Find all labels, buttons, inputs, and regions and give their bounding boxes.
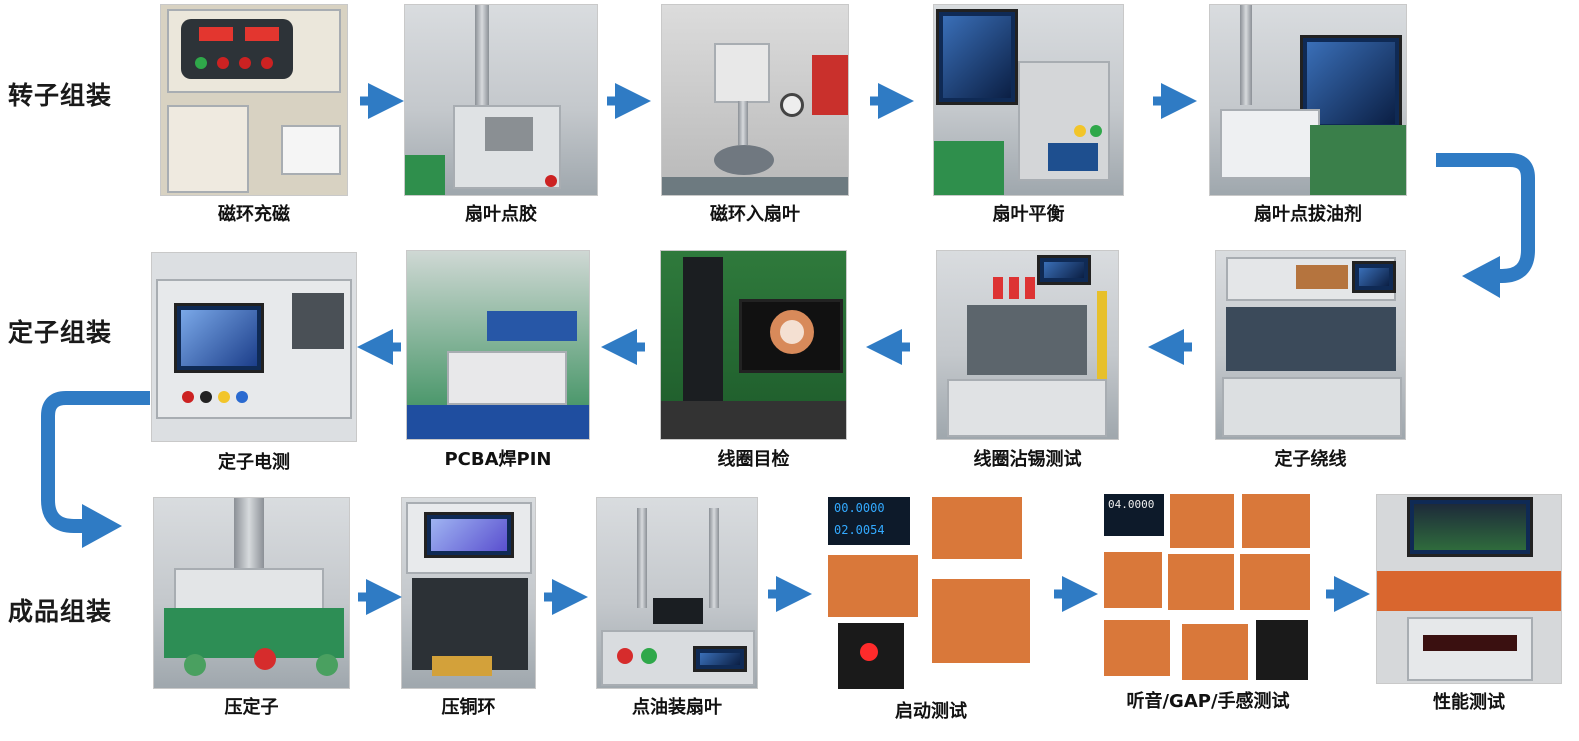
step-stator-electrical: 定子电测 <box>151 252 357 474</box>
caption-blade-balance: 扇叶平衡 <box>992 204 1065 225</box>
photo-coil-visual <box>660 250 847 440</box>
step-press-copper-ring: 压铜环 <box>401 497 536 722</box>
step-performance-test: 性能测试 <box>1376 494 1562 724</box>
caption-coil-visual: 线圈目检 <box>717 449 790 470</box>
caption-coil-tin-test: 线圈沾锡测试 <box>973 449 1082 470</box>
step-press-stator: 压定子 <box>153 497 350 722</box>
caption-stator-electrical: 定子电测 <box>218 452 290 473</box>
step-oil-assemble-blade: 点油装扇叶 <box>596 497 758 722</box>
photo-blade-glue <box>404 4 598 196</box>
photo-magnetize <box>160 4 348 196</box>
caption-magnetize: 磁环充磁 <box>218 204 290 225</box>
photo-blade-oil-agent <box>1209 4 1407 196</box>
photo-stator-winding <box>1215 250 1406 440</box>
step-blade-oil-agent: 扇叶点拔油剂 <box>1209 4 1407 226</box>
caption-performance-test: 性能测试 <box>1433 692 1505 713</box>
section-label-rotor: 转子组装 <box>8 81 113 110</box>
step-blade-balance: 扇叶平衡 <box>933 4 1124 226</box>
caption-blade-oil-agent: 扇叶点拔油剂 <box>1254 204 1362 225</box>
curved-arrow-icon <box>1436 153 1535 298</box>
curved-arrow-icon <box>41 391 150 548</box>
caption-startup-test: 启动测试 <box>895 701 967 722</box>
section-label-stator: 定子组装 <box>8 318 113 347</box>
step-magnetize: 磁环充磁 <box>160 4 348 226</box>
step-ring-into-blade: 磁环入扇叶 <box>661 4 849 226</box>
photo-blade-balance <box>933 4 1124 196</box>
startup-reading-1: 00.0000 <box>834 501 885 515</box>
caption-blade-glue: 扇叶点胶 <box>465 204 537 225</box>
step-stator-winding: 定子绕线 <box>1215 250 1406 472</box>
caption-press-stator: 压定子 <box>224 697 279 718</box>
caption-ring-into-blade: 磁环入扇叶 <box>710 204 800 225</box>
photo-sound-gap-touch: 04.0000 <box>1102 492 1314 684</box>
caption-stator-winding: 定子绕线 <box>1274 449 1347 470</box>
photo-press-stator <box>153 497 350 689</box>
photo-startup-test: 00.0000 02.0054 <box>822 493 1040 695</box>
photo-pcba-pin <box>406 250 590 440</box>
step-coil-tin-test: 线圈沾锡测试 <box>936 250 1119 472</box>
section-label-final: 成品组装 <box>8 597 113 626</box>
step-blade-glue: 扇叶点胶 <box>404 4 598 226</box>
photo-oil-assemble-blade <box>596 497 758 689</box>
caption-oil-assemble-blade: 点油装扇叶 <box>632 697 722 718</box>
startup-reading-2: 02.0054 <box>834 523 885 537</box>
photo-coil-tin-test <box>936 250 1119 440</box>
caption-press-copper-ring: 压铜环 <box>441 697 496 718</box>
step-startup-test: 00.0000 02.0054 启动测试 <box>822 493 1040 725</box>
step-pcba-pin: PCBA焊PIN <box>406 250 590 472</box>
caption-sound-gap-touch: 听音/GAP/手感测试 <box>1126 691 1290 712</box>
caption-pcba-pin: PCBA焊PIN <box>444 449 552 470</box>
step-coil-visual: 线圈目检 <box>660 250 847 472</box>
step-sound-gap-touch: 04.0000 听音/GAP/手感测试 <box>1102 492 1314 741</box>
photo-ring-into-blade <box>661 4 849 196</box>
sound-reading: 04.0000 <box>1108 498 1155 511</box>
photo-performance-test <box>1376 494 1562 684</box>
photo-stator-electrical <box>151 252 357 442</box>
photo-press-copper-ring <box>401 497 536 689</box>
